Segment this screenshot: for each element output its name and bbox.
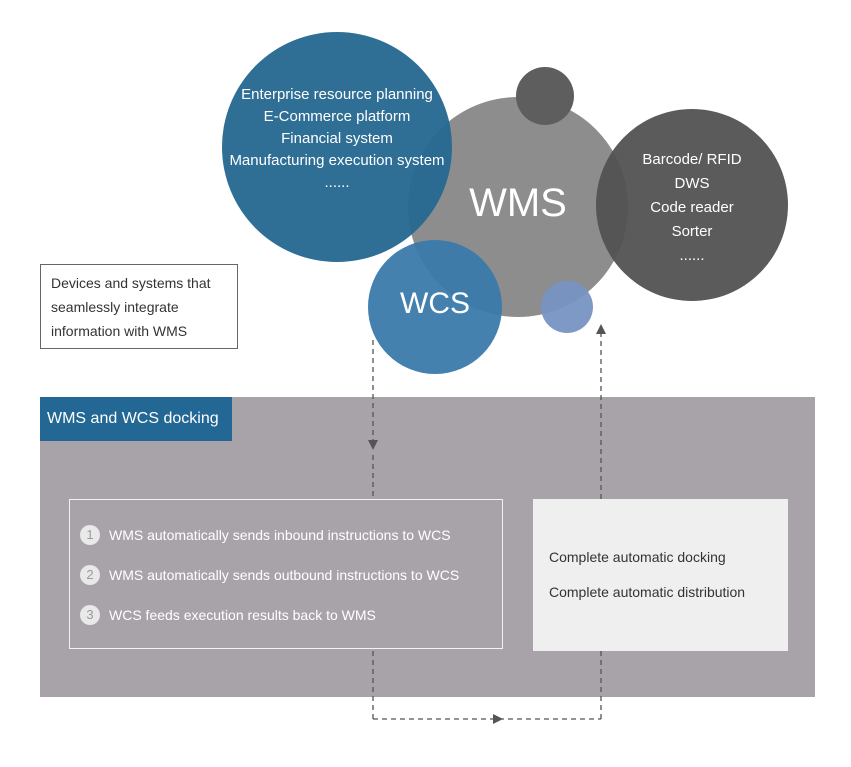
wcs-circle [368, 240, 502, 374]
top-small-circle [516, 67, 574, 125]
device-line: Barcode/ RFID [642, 151, 742, 168]
erp-line: ...... [324, 174, 350, 191]
note-line: seamlessly integrate [51, 299, 179, 315]
result-line: Complete automatic distribution [549, 584, 746, 600]
step-text: WCS feeds execution results back to WMS [109, 607, 376, 623]
device-line: DWS [674, 175, 710, 192]
erp-circle-text: Enterprise resource planning E-Commerce … [222, 84, 452, 194]
step-item: 1 WMS automatically sends inbound instru… [80, 523, 451, 547]
erp-line: E-Commerce platform [263, 108, 411, 125]
erp-line: Manufacturing execution system [229, 152, 445, 169]
small-blue-circle [541, 281, 593, 333]
erp-line: Financial system [281, 130, 393, 147]
integration-note: Devices and systems that seamlessly inte… [40, 264, 238, 349]
devices-circle-text: Barcode/ RFID DWS Code reader Sorter ...… [596, 148, 788, 268]
devices-circle [596, 109, 788, 301]
step-number-badge: 3 [80, 605, 100, 625]
step-item: 3 WCS feeds execution results back to WM… [80, 603, 376, 627]
wcs-label: WCS [400, 287, 470, 320]
steps-box [69, 499, 503, 649]
note-line: Devices and systems that [51, 275, 211, 291]
step-text: WMS automatically sends outbound instruc… [109, 567, 460, 583]
arrow-down-icon [368, 440, 378, 450]
step-item: 2 WMS automatically sends outbound instr… [80, 563, 459, 587]
step-text: WMS automatically sends inbound instruct… [109, 527, 451, 543]
arrow-up-icon [596, 324, 606, 334]
erp-line: Enterprise resource planning [241, 86, 433, 103]
device-line: Sorter [671, 223, 713, 240]
device-line: ...... [679, 247, 705, 264]
arrow-right-icon [493, 714, 503, 724]
device-line: Code reader [650, 199, 734, 216]
step-number-badge: 1 [80, 525, 100, 545]
result-line: Complete automatic docking [549, 549, 726, 565]
note-line: information with WMS [51, 323, 188, 339]
step-number-badge: 2 [80, 565, 100, 585]
result-box [533, 499, 788, 651]
wms-label: WMS [469, 181, 567, 225]
panel-title: WMS and WCS docking [40, 397, 232, 441]
erp-circle [222, 32, 452, 262]
